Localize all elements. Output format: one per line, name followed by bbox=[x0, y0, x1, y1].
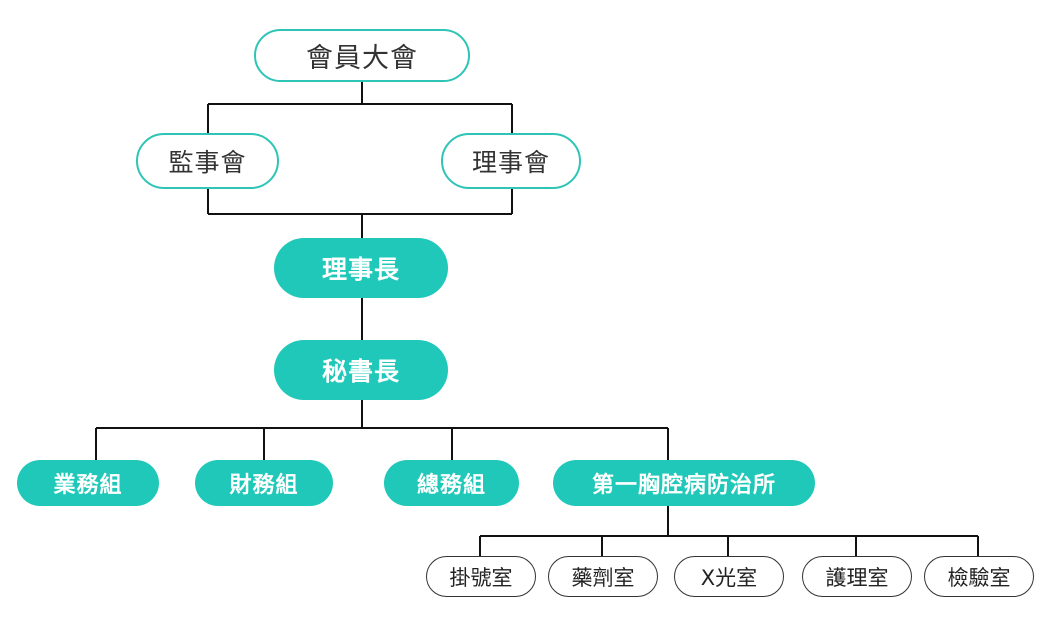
general-affairs-group-node: 總務組 bbox=[384, 460, 519, 506]
registration-room-node: 掛號室 bbox=[426, 556, 536, 597]
supervisors-node: 監事會 bbox=[136, 133, 279, 189]
business-group-node: 業務組 bbox=[17, 460, 159, 506]
secretary-general-node: 秘書長 bbox=[274, 340, 448, 400]
lab-room-node: 檢驗室 bbox=[924, 556, 1034, 597]
general-assembly-node: 會員大會 bbox=[254, 29, 470, 82]
directors-node: 理事會 bbox=[441, 133, 581, 189]
xray-room-node: X光室 bbox=[674, 556, 784, 597]
pharmacy-room-node: 藥劑室 bbox=[548, 556, 658, 597]
nursing-room-node: 護理室 bbox=[802, 556, 912, 597]
chairman-node: 理事長 bbox=[274, 238, 448, 298]
finance-group-node: 財務組 bbox=[195, 460, 333, 506]
chest-clinic-node: 第一胸腔病防治所 bbox=[553, 460, 815, 506]
